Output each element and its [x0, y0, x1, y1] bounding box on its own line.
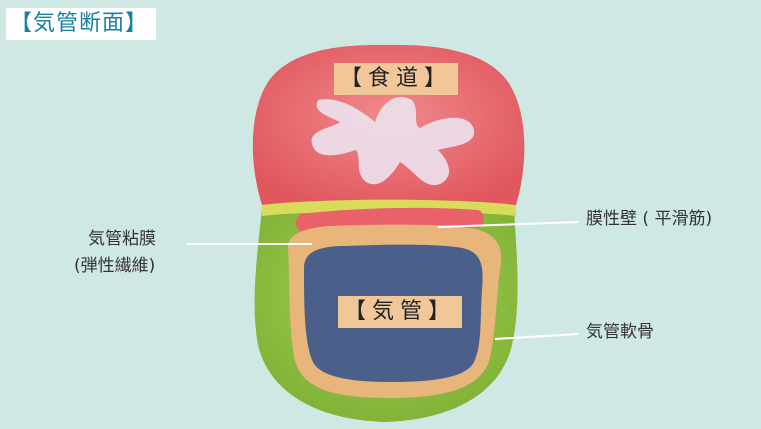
cartilage-label: 気管軟骨 — [586, 322, 654, 342]
mucosa-label-line1: 気管粘膜 — [88, 229, 156, 249]
mucosa-label-line2: (弾性繊維) — [74, 256, 155, 276]
membranous-wall-label: 膜性壁 ( 平滑筋) — [586, 209, 712, 229]
trachea-label: 【気管】 — [338, 296, 462, 328]
esophagus-label: 【食道】 — [334, 63, 458, 95]
